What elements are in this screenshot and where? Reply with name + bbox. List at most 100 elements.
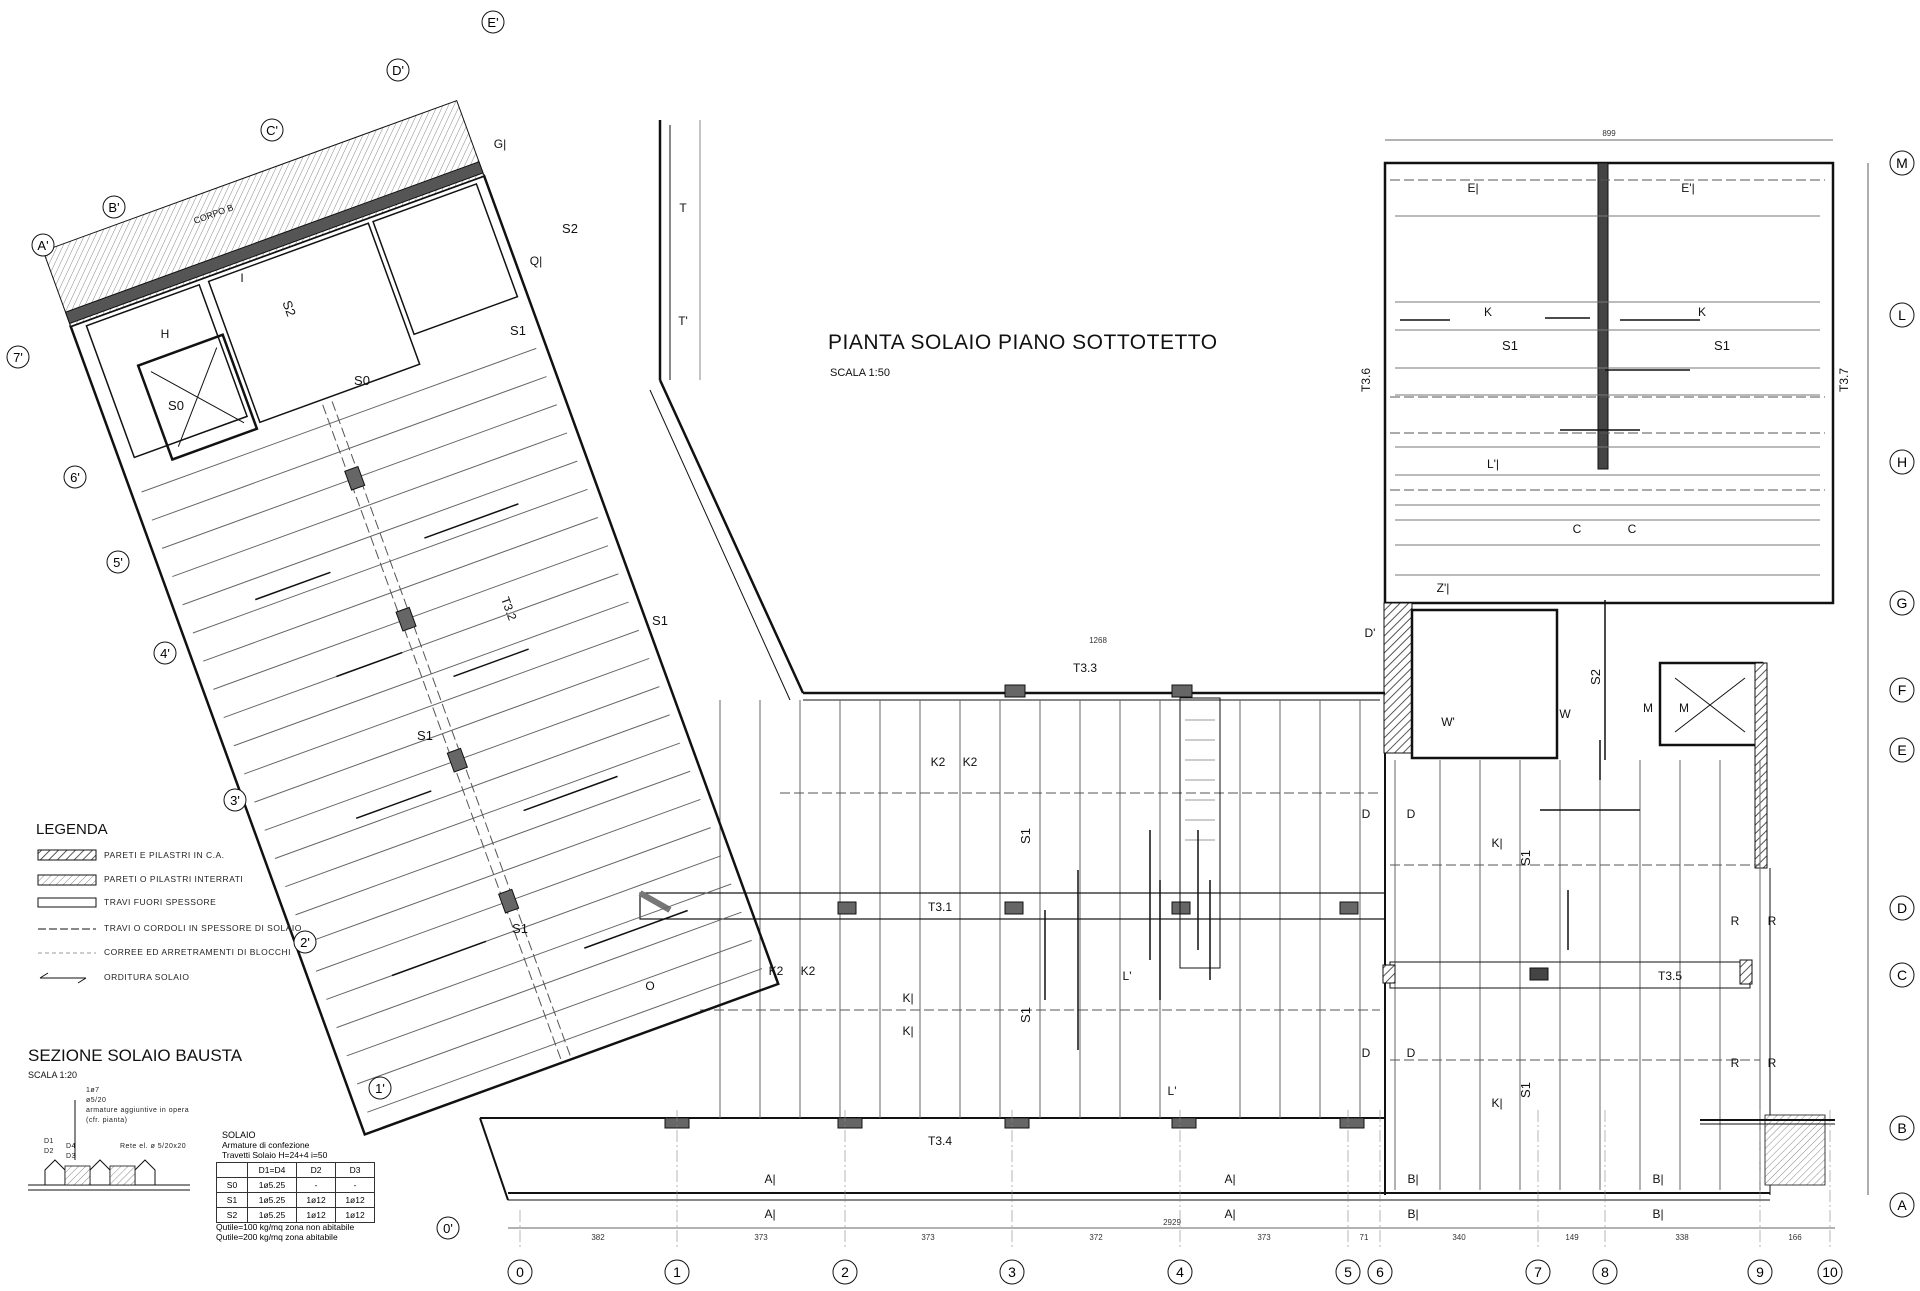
slab-label: S1	[1714, 338, 1730, 353]
slab-label: S1	[510, 323, 526, 338]
axis-label-4: 4	[1176, 1264, 1184, 1280]
solaio-note-line: Qutile=100 kg/mq zona non abitabile	[216, 1222, 355, 1232]
axis-bubble-A: A	[1889, 1192, 1915, 1218]
section-mark: D	[1362, 807, 1371, 821]
section-mark: L'	[1123, 969, 1132, 983]
section-mark: K	[1698, 305, 1706, 319]
axis-label-8: 8	[1601, 1264, 1609, 1280]
solaio-head-sub: Armature di confezione	[222, 1140, 310, 1150]
axis-bubbles-bottom: 0 1 2 3 4 5 6 7 8 9 10	[507, 1259, 1843, 1285]
section-mark: K2	[769, 964, 784, 978]
axis-bubble-1-prime: 1'	[368, 1076, 392, 1100]
axis-label-2: 2	[841, 1264, 849, 1280]
section-mark: H	[161, 327, 170, 341]
axis-bubble-A-prime: A'	[31, 233, 55, 257]
table-cell: D2	[296, 1162, 336, 1178]
section-mark: K2	[801, 964, 816, 978]
axis-label-C-prime: C'	[266, 123, 278, 138]
axis-label-D-prime: D'	[392, 63, 404, 78]
section-mark: B|	[1407, 1172, 1418, 1186]
table-cell: D1=D4	[247, 1162, 297, 1178]
section-mark: W	[1559, 707, 1571, 721]
section-mark: E|	[1467, 181, 1478, 195]
slab-label: S1	[1518, 850, 1533, 866]
table-row: S0 1ø5.25 - -	[216, 1177, 375, 1193]
axis-label-F: F	[1898, 682, 1907, 698]
section-title: SEZIONE SOLAIO BAUSTA	[28, 1046, 243, 1065]
section-mark: K	[1484, 305, 1492, 319]
axis-bubble-4-prime: 4'	[153, 641, 177, 665]
axis-bubble-L: L	[1889, 302, 1915, 328]
table-cell: 1ø12	[296, 1192, 336, 1208]
solaio-note: Qutile=100 kg/mq zona non abitabile Quti…	[216, 1222, 354, 1242]
axis-bubble-9: 9	[1747, 1259, 1773, 1285]
section-note: D2	[44, 1148, 54, 1155]
section-mark: M	[1643, 701, 1653, 715]
axis-bubble-2: 2	[832, 1259, 858, 1285]
table-cell: S1	[216, 1192, 248, 1208]
table-cell: 1ø12	[335, 1192, 375, 1208]
axis-bubble-C-prime: C'	[260, 118, 284, 142]
table-cell: -	[296, 1177, 336, 1193]
axis-bubble-5-prime: 5'	[106, 550, 130, 574]
section-scale: SCALA 1:20	[28, 1070, 78, 1080]
solaio-table-head: SOLAIO Armature di confezione Travetti S…	[222, 1130, 327, 1160]
axis-label-C: C	[1897, 967, 1907, 983]
axis-bubble-F: F	[1889, 677, 1915, 703]
axis-bubbles-right: M L H G F E D C B A	[1889, 150, 1915, 1218]
section-mark: A|	[764, 1172, 775, 1186]
section-note: (cfr. pianta)	[86, 1117, 128, 1124]
table-cell: S0	[216, 1177, 248, 1193]
slab-label: S1	[1018, 828, 1033, 844]
section-mark: L'	[1168, 1084, 1177, 1098]
legend-item-walls: PARETI E PILASTRI IN C.A.	[104, 850, 225, 860]
section-mark: M	[1679, 701, 1689, 715]
section-mark: A|	[1224, 1172, 1235, 1186]
legend-item-curbs: TRAVI O CORDOLI IN SPESSORE DI SOLAIO	[104, 923, 302, 933]
axis-bubble-B-prime: B'	[102, 195, 126, 219]
axis-bubble-4: 4	[1167, 1259, 1193, 1285]
table-cell: D3	[335, 1162, 375, 1178]
axis-bubble-6: 6	[1367, 1259, 1393, 1285]
slab-label: S2	[562, 221, 578, 236]
axis-label-9: 9	[1756, 1264, 1764, 1280]
rotated-left-block	[42, 99, 780, 1137]
section-note: D3	[66, 1153, 76, 1160]
axis-label-B-prime: B'	[108, 200, 119, 215]
section-mark: K|	[1491, 1096, 1502, 1110]
slab-label: S0	[168, 398, 184, 413]
slab-label: S1	[652, 613, 668, 628]
section-mark: L'|	[1487, 457, 1499, 471]
axis-label-G: G	[1897, 595, 1908, 611]
section-mark: D	[1407, 807, 1416, 821]
beam-label-t31: T3.1	[928, 900, 952, 914]
section-mark: B|	[1652, 1172, 1663, 1186]
section-mark: A|	[1224, 1207, 1235, 1221]
legend-title: LEGENDA	[36, 821, 108, 838]
section-note: Rete el. ø 5/20x20	[120, 1143, 187, 1150]
axis-label-4-prime: 4'	[160, 646, 170, 661]
axis-bubble-B: B	[1889, 1115, 1915, 1141]
axis-bubble-5: 5	[1335, 1259, 1361, 1285]
section-marks: A| A| A| A| B| B| B| B| K| K| K| K| K2 K…	[161, 137, 1777, 1221]
axis-label-5-prime: 5'	[113, 555, 123, 570]
dim-right-top: 899	[1602, 129, 1616, 138]
solaio-head-sub: Travetti Solaio H=24+4 i=50	[222, 1150, 328, 1160]
axis-bubble-0: 0	[507, 1259, 533, 1285]
axis-bubble-3-prime: 3'	[223, 788, 247, 812]
right-building-block	[1382, 161, 1835, 1195]
axis-label-M: M	[1896, 155, 1908, 171]
section-detail-sketch	[28, 1100, 190, 1191]
drawing-title: PIANTA SOLAIO PIANO SOTTOTETTO	[828, 331, 1218, 354]
axis-label-7: 7	[1534, 1264, 1542, 1280]
section-mark: R	[1768, 914, 1777, 928]
axis-label-3-prime: 3'	[230, 793, 240, 808]
solaio-note-line: Qutile=200 kg/mq zona abitabile	[216, 1232, 338, 1242]
dim-bottom: 373	[754, 1233, 768, 1242]
section-mark: K2	[963, 755, 978, 769]
section-mark: K|	[902, 1024, 913, 1038]
slab-label: S0	[354, 373, 370, 388]
section-note: armature aggiuntive in opera	[86, 1107, 190, 1114]
dim-bottom: 373	[921, 1233, 935, 1242]
section-note: 1ø7	[86, 1087, 100, 1094]
